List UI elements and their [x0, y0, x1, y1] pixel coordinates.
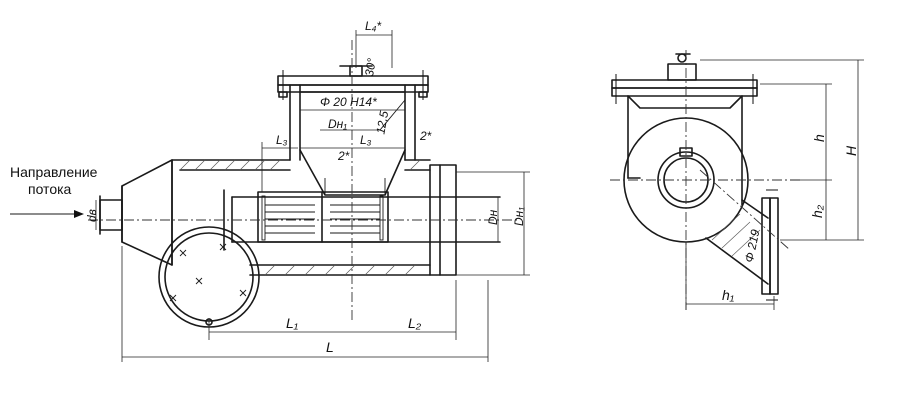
- main-housing: [171, 159, 501, 276]
- dimensions-front: L₄* 30° Φ 20 H14* Dн₁ 12,5 2* L₃ L₃ 2* d…: [85, 19, 530, 362]
- caption-line1: Направление: [10, 164, 98, 180]
- dim-h2: h₂: [809, 204, 825, 218]
- side-outlet-branch: [705, 189, 779, 301]
- side-center-diagonal: [699, 169, 791, 251]
- strainer-basket: [257, 191, 389, 243]
- dimensions-side: H h h₂ Φ 219 h₁: [685, 59, 864, 310]
- dim-30deg: 30°: [362, 57, 379, 77]
- dim-phi20: Φ 20 H14*: [320, 95, 377, 109]
- dim-2star-right: 2*: [419, 129, 432, 143]
- dim-L1: L₁: [286, 315, 299, 331]
- dim-h1: h₁: [722, 287, 735, 303]
- caption-line2: потока: [28, 181, 72, 197]
- dim-L2: L₂: [408, 315, 422, 331]
- dim-h: h: [811, 134, 827, 142]
- dim-Dn1-top: Dн₁: [328, 117, 347, 131]
- flow-arrow-head: [74, 210, 84, 218]
- dim-L3-left: L₃: [276, 133, 288, 147]
- dim-Dn: Dн: [486, 209, 500, 225]
- inlet-nozzle: [99, 159, 173, 266]
- dim-L3-mid: L₃: [360, 133, 372, 147]
- side-body: [627, 95, 743, 206]
- dim-r25: 12,5: [373, 110, 391, 136]
- front-view: L₄* 30° Φ 20 H14* Dн₁ 12,5 2* L₃ L₃ 2* d…: [85, 19, 530, 362]
- bottom-tank: [158, 226, 260, 328]
- dim-db: dв: [85, 209, 99, 222]
- flow-direction-caption: Направление потока: [10, 164, 98, 218]
- side-view: H h h₂ Φ 219 h₁: [610, 50, 864, 310]
- dim-H: H: [843, 145, 859, 156]
- dim-2star-mid: 2*: [337, 149, 350, 163]
- side-top-flange: [611, 53, 758, 104]
- dim-L: L: [326, 339, 334, 355]
- dim-L4: L₄*: [365, 19, 381, 33]
- dim-Dn1: Dн₁: [512, 207, 526, 226]
- dim-phi219: Φ 219: [742, 228, 763, 264]
